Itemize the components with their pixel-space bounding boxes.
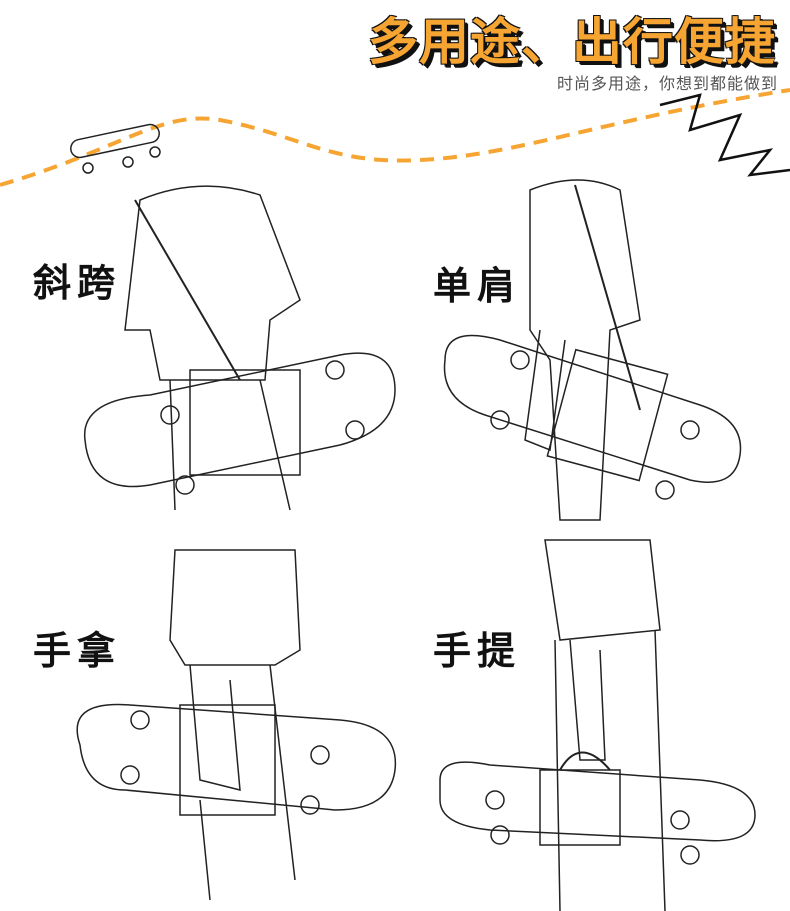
- skateboard-icon: [70, 123, 161, 174]
- skateboard-shoulder: [443, 334, 742, 500]
- page-title: 多用途、出行便捷: [368, 13, 776, 71]
- page-subtitle: 时尚多用途，你想到都能做到: [556, 74, 778, 93]
- person-handheld: [169, 549, 301, 901]
- skateboard-carry: [439, 751, 756, 865]
- person-carry: [544, 539, 666, 911]
- label-shoulder: 单肩: [433, 264, 522, 308]
- person-crossbody: [124, 185, 301, 511]
- burst-icon: [659, 93, 790, 177]
- label-carry: 手提: [433, 629, 522, 673]
- skateboard-handheld: [76, 703, 397, 816]
- skateboard-crossbody: [83, 352, 396, 495]
- label-handheld: 手拿: [33, 629, 122, 673]
- label-crossbody: 斜跨: [33, 261, 122, 305]
- person-shoulder: [524, 179, 641, 521]
- dashed-path: [0, 88, 790, 187]
